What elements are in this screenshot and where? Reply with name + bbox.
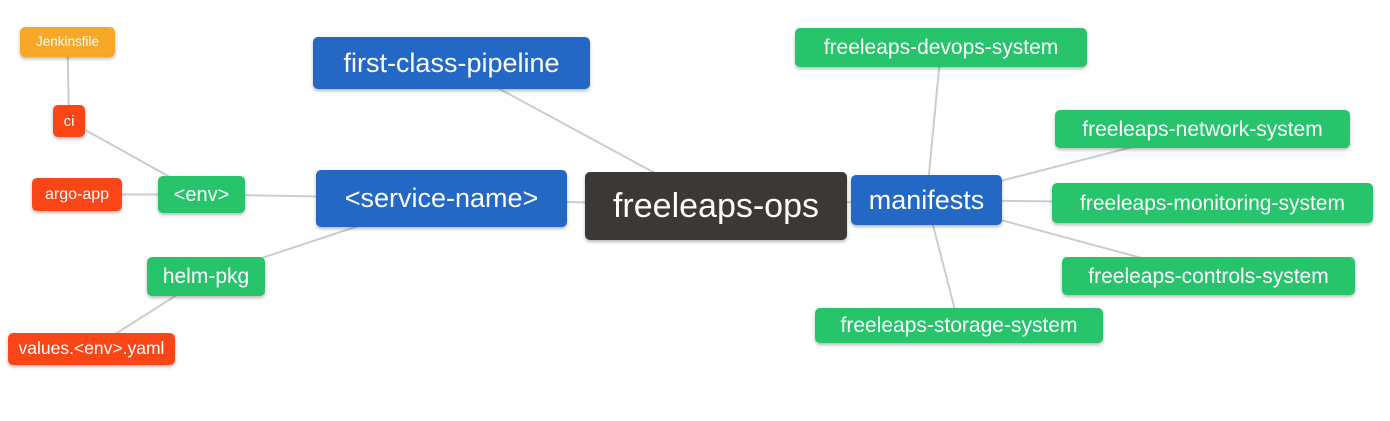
node-env[interactable]: <env> — [158, 176, 245, 213]
edge-manifests-to-devops-system — [925, 47, 942, 201]
node-jenkinsfile[interactable]: Jenkinsfile — [20, 27, 115, 57]
node-values-env-yaml[interactable]: values.<env>.yaml — [8, 333, 175, 365]
node-controls-system[interactable]: freeleaps-controls-system — [1062, 257, 1355, 295]
node-service-name[interactable]: <service-name> — [316, 170, 567, 227]
node-helm-pkg[interactable]: helm-pkg — [147, 257, 265, 296]
node-network-system[interactable]: freeleaps-network-system — [1055, 110, 1350, 148]
node-storage-system[interactable]: freeleaps-storage-system — [815, 308, 1103, 343]
node-devops-system[interactable]: freeleaps-devops-system — [795, 28, 1087, 67]
node-monitoring-system[interactable]: freeleaps-monitoring-system — [1052, 183, 1373, 223]
node-first-class-pipeline[interactable]: first-class-pipeline — [313, 37, 590, 89]
node-argo-app[interactable]: argo-app — [32, 178, 122, 211]
node-ci[interactable]: ci — [53, 105, 85, 137]
node-manifests[interactable]: manifests — [851, 175, 1002, 225]
node-freeleaps-ops[interactable]: freeleaps-ops — [585, 172, 847, 240]
